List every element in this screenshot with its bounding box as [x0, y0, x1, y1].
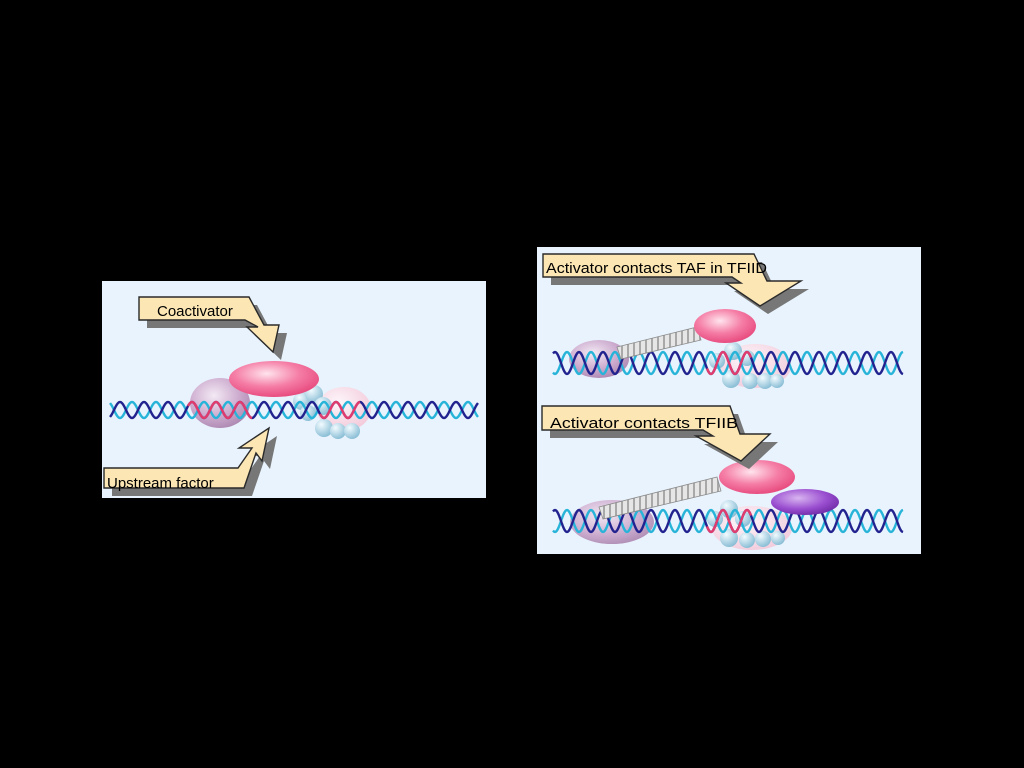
coactivator-arrow: Coactivator — [138, 296, 287, 360]
coactivator-blob — [694, 309, 756, 343]
tfiib-contact-scene: Activator contacts TFIIB — [541, 405, 904, 550]
coactivator-blob — [719, 460, 795, 494]
tf-bubble-cluster — [707, 500, 785, 548]
taf-contact-label: Activator contacts TAF in TFIID — [546, 260, 767, 277]
upstream-factor-arrow: Upstream factor — [103, 426, 277, 496]
tfiib-contact-arrow: Activator contacts TFIIB — [541, 405, 778, 469]
dna-double-helix — [109, 400, 479, 420]
tfiid-blob — [317, 387, 371, 431]
taf-contact-scene: Activator contacts TAF in TFIID — [542, 253, 904, 389]
upstream-factor-label: Upstream factor — [107, 475, 214, 492]
activator-contacts-panel: Activator contacts TAF in TFIID — [537, 247, 921, 554]
coactivator-diagram: Coactivator Upstream factor — [103, 296, 479, 496]
tf-bubble-cluster — [709, 342, 784, 389]
coactivator-label: Coactivator — [157, 303, 233, 320]
coactivator-blob — [229, 361, 319, 397]
tfiib-contact-label: Activator contacts TFIIB — [550, 415, 738, 432]
upstream-factor-blob — [190, 378, 250, 428]
dna-double-helix — [552, 350, 904, 376]
taf-contact-arrow: Activator contacts TAF in TFIID — [542, 253, 809, 314]
tfiib-blob — [771, 489, 839, 515]
activator-contacts-diagram: Activator contacts TAF in TFIID — [541, 253, 904, 550]
activator-coil-connector — [616, 326, 702, 360]
activator-coil-connector — [598, 476, 722, 520]
coactivator-diagram-panel: Coactivator Upstream factor — [102, 281, 486, 498]
